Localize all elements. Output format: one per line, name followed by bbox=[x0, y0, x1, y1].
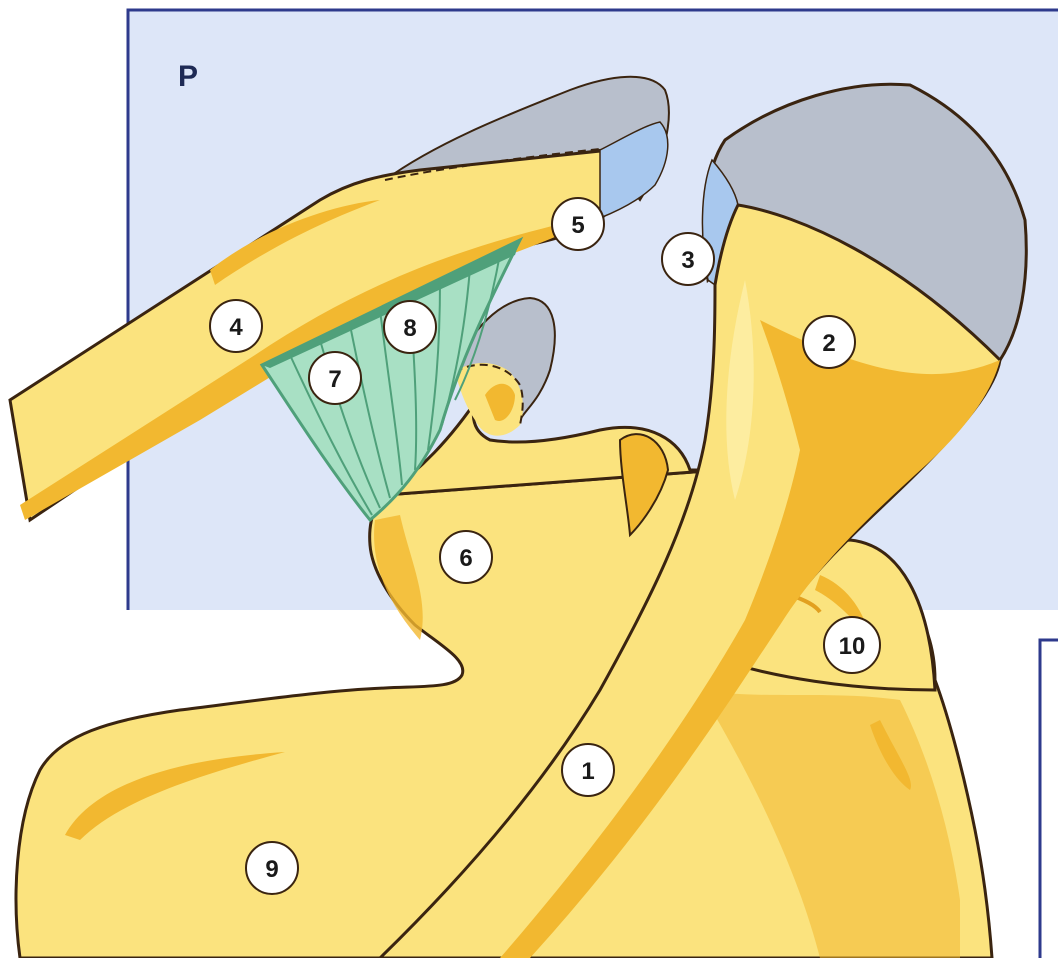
marker-9-label: 9 bbox=[265, 856, 278, 883]
marker-7: 7 bbox=[309, 352, 361, 404]
inset-frame bbox=[1040, 640, 1058, 958]
marker-9: 9 bbox=[246, 842, 298, 894]
marker-4: 4 bbox=[210, 300, 262, 352]
marker-2-label: 2 bbox=[822, 330, 835, 357]
marker-3-label: 3 bbox=[681, 247, 694, 274]
panel-letter: P bbox=[178, 60, 198, 93]
marker-6-label: 6 bbox=[459, 545, 472, 572]
marker-7-label: 7 bbox=[328, 366, 341, 393]
marker-5-label: 5 bbox=[571, 212, 584, 239]
marker-1: 1 bbox=[562, 744, 614, 796]
marker-6: 6 bbox=[440, 531, 492, 583]
marker-2: 2 bbox=[803, 316, 855, 368]
marker-5: 5 bbox=[552, 198, 604, 250]
marker-8-label: 8 bbox=[403, 315, 416, 342]
marker-1-label: 1 bbox=[581, 758, 594, 785]
marker-4-label: 4 bbox=[229, 314, 243, 341]
marker-10: 10 bbox=[824, 617, 880, 673]
marker-3: 3 bbox=[662, 233, 714, 285]
marker-8: 8 bbox=[384, 301, 436, 353]
marker-10-label: 10 bbox=[839, 633, 866, 660]
